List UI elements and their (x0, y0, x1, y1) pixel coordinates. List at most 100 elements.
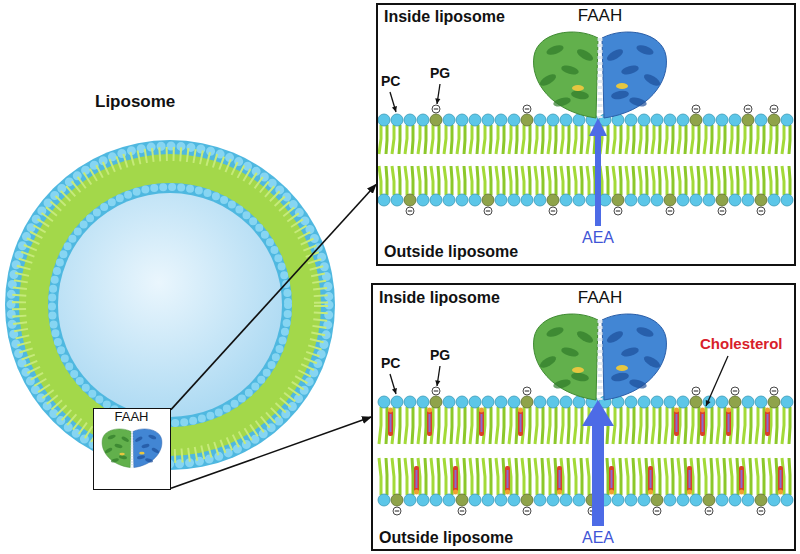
lipid-tail (451, 166, 452, 195)
pg-head (430, 396, 442, 408)
lipid-tail (548, 125, 550, 154)
node-text: FAAH (578, 288, 622, 308)
protein-monomer (602, 314, 666, 400)
bilayers (102, 32, 793, 526)
node-text: AEA (582, 529, 614, 547)
helix (538, 354, 558, 370)
lipid-tail (379, 407, 381, 444)
lipid-tail (639, 458, 641, 495)
charge-symbol (759, 210, 763, 211)
lipid (495, 166, 507, 206)
cholesterol-body (726, 410, 731, 436)
lipid-tail (405, 407, 407, 444)
pc-head (664, 114, 676, 126)
lipid (703, 458, 715, 515)
lipid-tail (477, 458, 478, 495)
lipid (404, 114, 416, 154)
lipid-tail (412, 458, 413, 495)
lipid (755, 114, 767, 154)
pc-head (417, 494, 429, 506)
lipid-tail (769, 125, 771, 154)
protein-monomer (133, 429, 162, 468)
charge-symbol (733, 390, 737, 391)
lipid (378, 166, 390, 206)
lipid-tail (756, 458, 758, 495)
lipid (716, 114, 728, 154)
pg-head (521, 396, 533, 408)
pc-head (638, 494, 650, 506)
cholesterol-ring (390, 414, 392, 432)
charge-symbol (460, 510, 464, 511)
pc-head (560, 194, 572, 206)
cholesterol-molecule (778, 466, 783, 495)
lipid-tail (704, 166, 706, 195)
lipid-tail (717, 125, 719, 154)
lipid-tail (516, 458, 517, 495)
charge-symbol (705, 507, 713, 515)
pc-head (781, 396, 793, 408)
charge-symbol (770, 105, 778, 113)
helix (605, 47, 625, 63)
lipid-tail (451, 458, 452, 495)
pc-head (677, 494, 689, 506)
pc-head (612, 494, 624, 506)
lipid-tail (698, 125, 699, 154)
cholesterol-ring (689, 470, 691, 488)
pc-head (391, 114, 403, 126)
cholesterol-head (609, 490, 614, 495)
lipid-tail (737, 166, 738, 195)
helix (642, 354, 662, 370)
pc-head (716, 396, 728, 408)
lipid-tail (678, 458, 680, 495)
channel (598, 38, 603, 118)
pc-head (677, 396, 689, 408)
charge-symbol (432, 387, 440, 395)
lipid-tail (581, 125, 582, 154)
pc-head (495, 114, 507, 126)
lipid-tail (756, 407, 758, 444)
lipid-tail (399, 407, 400, 444)
pg-head (755, 194, 767, 206)
lipid-tail (665, 407, 667, 444)
pc-head (703, 194, 715, 206)
charge-symbol (707, 510, 711, 511)
lipid-tail (776, 458, 777, 495)
node-text: FAAH (115, 410, 149, 425)
lipid-tail (581, 458, 582, 495)
lipid-tail (548, 166, 550, 195)
lipid-tail (470, 166, 472, 195)
cholesterol-ring (507, 470, 509, 488)
pc-head (443, 396, 455, 408)
lipid-tail (483, 166, 485, 195)
lipid (391, 458, 403, 515)
lipid (482, 166, 494, 215)
membrane-panel: Inside liposomeFAAHPCPGAEAOutside liposo… (376, 3, 796, 266)
lipid (729, 114, 741, 154)
lipid (560, 166, 572, 206)
lipid (703, 166, 715, 206)
lipid-tail (646, 166, 647, 195)
lipid-tail (633, 458, 634, 495)
leader-head (435, 380, 440, 386)
charge-symbol (525, 510, 529, 511)
cholesterol-ring (416, 470, 418, 488)
cholesterol-head (557, 490, 562, 495)
pc-head (417, 396, 429, 408)
lipid-tail (737, 125, 738, 154)
lipid-tail (711, 458, 712, 495)
charge-symbol (523, 387, 531, 395)
lipid (391, 166, 403, 206)
pc-head (378, 396, 390, 408)
lipid-tail (464, 458, 465, 495)
helix (111, 458, 120, 464)
pc-head (430, 194, 442, 206)
lipid-tail (470, 125, 472, 154)
lipid (573, 166, 585, 206)
lipid-tail (425, 458, 426, 495)
lipid-tail (503, 458, 504, 495)
lipid-tail (639, 166, 641, 195)
charge-symbol (653, 507, 661, 515)
lipid-tail (691, 407, 693, 444)
faah-protein (534, 314, 667, 400)
pc-head (495, 396, 507, 408)
